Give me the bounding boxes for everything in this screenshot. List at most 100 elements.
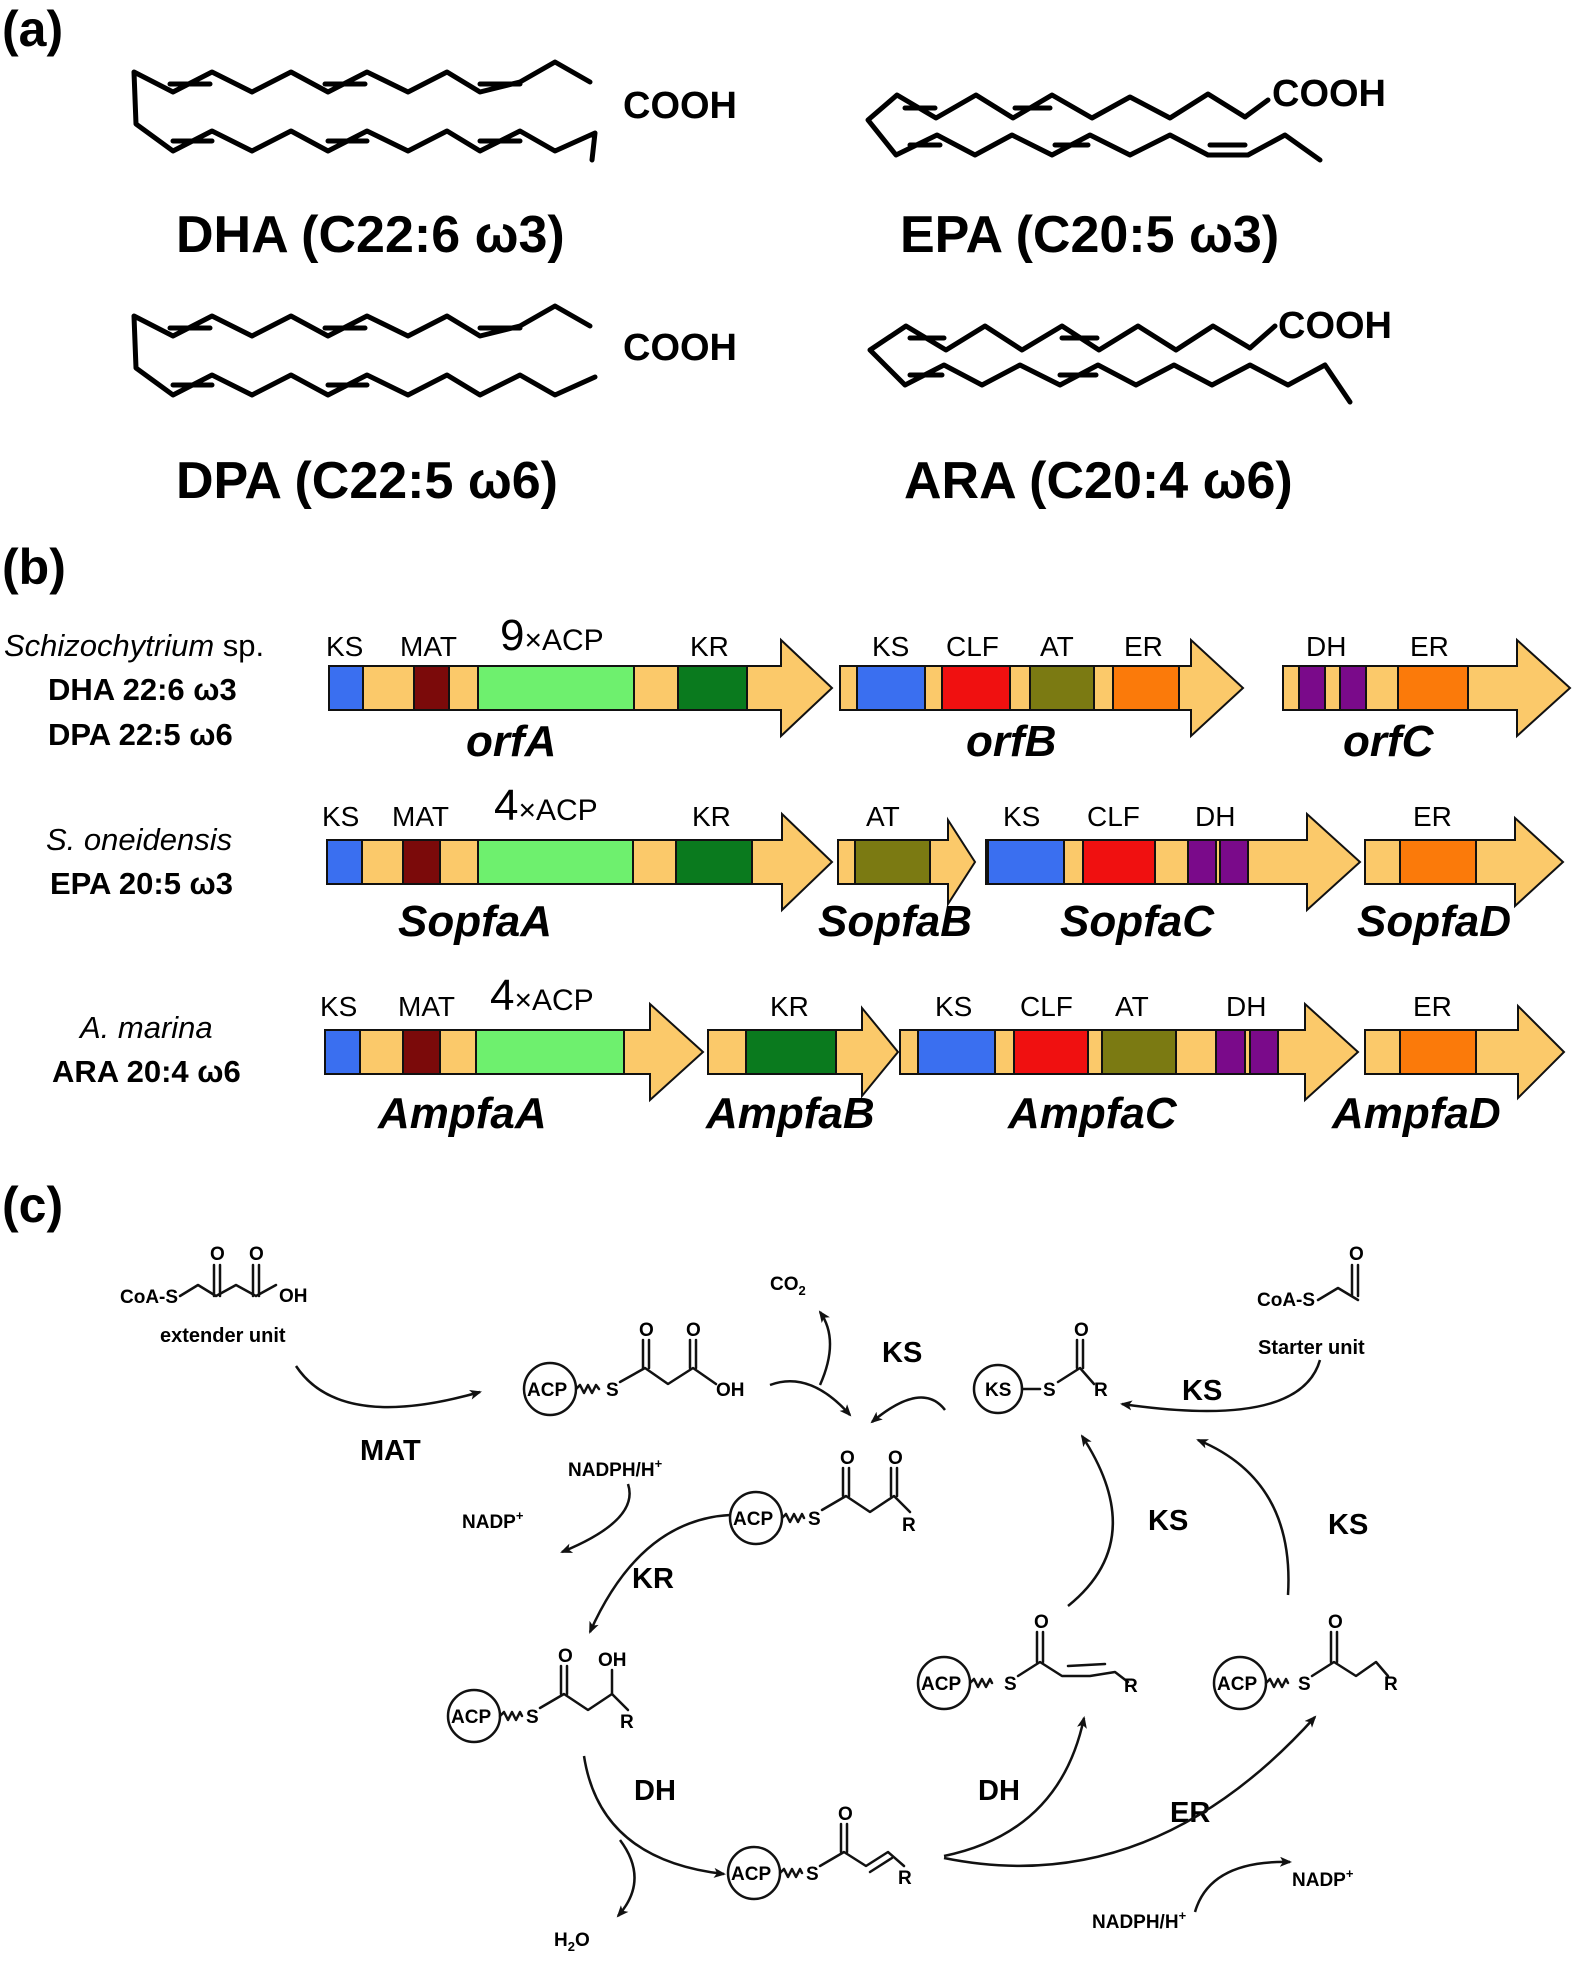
domain-label-acp: 4×ACP (490, 971, 594, 1020)
organism-schizochytrium: Schizochytrium sp. (4, 628, 264, 663)
dpa-label: DPA (C22:5 ω6) (176, 452, 558, 510)
ara-label: ARA (C20:4 ω6) (904, 452, 1293, 510)
domain-label-mat: MAT (398, 991, 455, 1022)
domain-at (1029, 665, 1095, 711)
svg-text:KS: KS (985, 1380, 1011, 1401)
gene-orfA: KS MAT 9×ACP KR (326, 611, 834, 739)
domain-label-acp: 4×ACP (494, 781, 598, 830)
fatty-acid-dha: DHA 22:6 ω3 (48, 672, 237, 707)
domain-er (1399, 839, 1477, 885)
malonyl-acp: ACP S O O OH (522, 1320, 745, 1417)
gene-label-AmpfaA: AmpfaA (377, 1089, 547, 1138)
ketoacyl-acp: ACP S O O R (728, 1448, 916, 1546)
domain-dh (1219, 839, 1249, 885)
acyl-acp: ACP S O R (1212, 1612, 1398, 1711)
gene-label-orfA: orfA (466, 717, 556, 766)
domain-kr (675, 839, 753, 885)
enzyme-kr: KR (632, 1563, 674, 1595)
domain-label-er: ER (1410, 631, 1449, 662)
nadp-label-er: NADP+ (1292, 1866, 1354, 1891)
domain-label-ks: KS (320, 991, 357, 1022)
dpa-cooh: COOH (623, 327, 737, 369)
gene-label-orfB: orfB (966, 717, 1056, 766)
reaction-arrows (294, 1310, 1322, 1918)
enzyme-ks-starter: KS (1182, 1375, 1222, 1407)
dpa-structure: COOH (131, 303, 737, 398)
gene-label-AmpfaB: AmpfaB (705, 1089, 875, 1138)
nadph-label-er: NADPH/H+ (1092, 1908, 1187, 1933)
domain-label-dh: DH (1226, 991, 1266, 1022)
svg-text:S: S (808, 1509, 821, 1530)
h2o-label: H2O (554, 1930, 590, 1954)
nadph-label-kr: NADPH/H+ (568, 1456, 663, 1481)
gene-label-SopfaC: SopfaC (1060, 897, 1215, 946)
domain-dh (1339, 665, 1367, 711)
domain-label-at: AT (866, 801, 900, 832)
fatty-acid-dpa: DPA 22:5 ω6 (48, 717, 233, 752)
domain-kr (745, 1029, 837, 1075)
domain-label-mat: MAT (400, 631, 457, 662)
dha-structure: COOH (131, 59, 737, 163)
domain-label-dh: DH (1306, 631, 1346, 662)
starter-unit-label: Starter unit (1258, 1337, 1365, 1359)
domain-label-ks: KS (326, 631, 363, 662)
gene-label-SopfaD: SopfaD (1357, 897, 1511, 946)
domain-ks (856, 665, 926, 711)
dha-cooh: COOH (623, 85, 737, 127)
svg-text:O: O (1074, 1320, 1089, 1341)
domain-dh (1249, 1029, 1279, 1075)
domain-label-at: AT (1040, 631, 1074, 662)
svg-text:OH: OH (598, 1650, 627, 1671)
svg-text:O: O (210, 1244, 225, 1265)
domain-ks (326, 839, 363, 885)
gene-SopfaC: KS CLF DH (985, 801, 1362, 913)
organism-a-marina: A. marina (78, 1010, 213, 1045)
gene-AmpfaA: KS MAT 4×ACP (320, 971, 705, 1103)
gene-AmpfaD: ER (1364, 991, 1566, 1101)
svg-text:O: O (249, 1244, 264, 1265)
row-s-oneidensis: S. oneidensis EPA 20:5 ω3 KS MAT 4×ACP K… (46, 781, 1565, 946)
domain-clf (1082, 839, 1156, 885)
gene-SopfaB: AT (837, 801, 977, 908)
organism-s-oneidensis: S. oneidensis (46, 822, 232, 857)
gene-SopfaD: ER (1364, 801, 1565, 909)
svg-text:O: O (888, 1448, 903, 1469)
svg-text:ACP: ACP (527, 1380, 567, 1401)
svg-text:S: S (1043, 1380, 1056, 1401)
gene-label-orfC: orfC (1343, 717, 1435, 766)
epa-cooh: COOH (1272, 73, 1386, 115)
dha-label: DHA (C22:6 ω3) (176, 206, 565, 264)
svg-text:O: O (1034, 1612, 1049, 1633)
domain-clf (1013, 1029, 1089, 1075)
svg-text:O: O (838, 1804, 853, 1825)
svg-text:R: R (1094, 1380, 1108, 1401)
panel-b-label: (b) (2, 539, 66, 595)
fatty-acid-ara: ARA 20:4 ω6 (52, 1054, 241, 1089)
gene-label-AmpfaD: AmpfaD (1331, 1089, 1501, 1138)
svg-text:O: O (686, 1320, 701, 1341)
domain-label-kr: KR (692, 801, 731, 832)
domain-mat (402, 1029, 441, 1075)
domain-ks (917, 1029, 996, 1075)
gene-label-SopfaA: SopfaA (398, 897, 552, 946)
domain-acp (475, 1029, 625, 1075)
domain-label-ks: KS (872, 631, 909, 662)
gene-SopfaA: KS MAT 4×ACP KR (322, 781, 834, 913)
domain-label-clf: CLF (946, 631, 999, 662)
domain-at (854, 839, 931, 885)
domain-label-clf: CLF (1087, 801, 1140, 832)
epa-structure: COOH (865, 73, 1386, 163)
domain-mat (402, 839, 441, 885)
svg-text:S: S (1004, 1674, 1017, 1695)
cis-enoyl-acp: ACP S O R (916, 1612, 1138, 1711)
ara-structure: COOH (867, 305, 1392, 405)
domain-acp (477, 839, 634, 885)
svg-text:S: S (806, 1864, 819, 1885)
domain-ks (328, 665, 364, 711)
gene-orfC: DH ER (1282, 631, 1572, 739)
enzyme-ks-right: KS (1328, 1509, 1368, 1541)
nadp-label-kr: NADP+ (462, 1508, 524, 1533)
domain-dh (1215, 1029, 1246, 1075)
svg-text:S: S (526, 1707, 539, 1728)
domain-at (1101, 1029, 1177, 1075)
